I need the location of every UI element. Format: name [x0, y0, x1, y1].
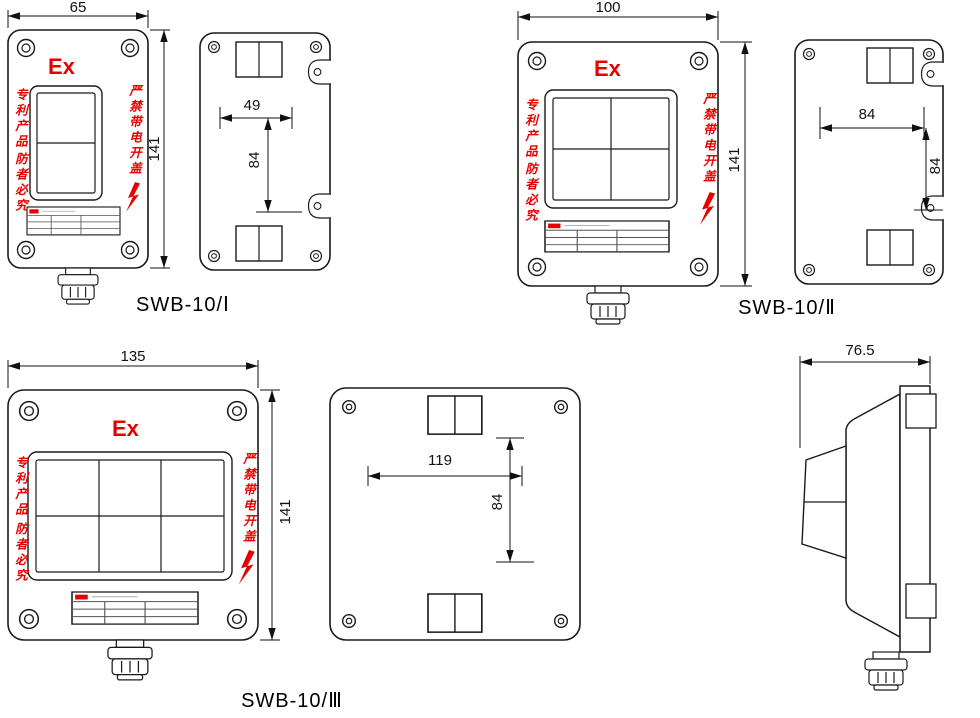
- switch-panel-2gang: [544, 89, 678, 209]
- model2-label: SWB-10/Ⅱ: [738, 297, 836, 319]
- dim-height-m3: 141: [277, 499, 294, 525]
- cable-gland: [107, 639, 153, 681]
- terminal-block: [866, 47, 914, 84]
- terminal-block: [427, 395, 483, 435]
- mount-hookslot: [307, 59, 334, 85]
- cable-gland: [864, 651, 908, 691]
- model3-back-dimension-lines: [367, 437, 534, 563]
- ex-marking: Ex: [594, 56, 621, 81]
- mount-hole: [922, 263, 936, 277]
- corner-screw: [689, 51, 709, 71]
- cable-gland: [57, 267, 99, 305]
- dim-side-y-m1: 84: [246, 151, 263, 169]
- dim-width-m2: 100: [595, 0, 621, 16]
- nameplate: [26, 206, 121, 236]
- corner-screw: [18, 608, 40, 630]
- enclosure-body: [329, 387, 581, 641]
- mount-hole: [922, 47, 936, 61]
- live-opening-warning: 严禁带电开盖: [127, 84, 141, 177]
- model1-label: SWB-10/Ⅰ: [136, 294, 230, 316]
- mount-hole: [802, 263, 816, 277]
- nameplate: [544, 220, 670, 253]
- nameplate: [71, 591, 199, 625]
- dim-side-x-m1: 49: [243, 97, 261, 114]
- live-opening-warning: 严禁带电开盖: [701, 92, 715, 185]
- model2-side-view: [794, 39, 947, 285]
- mount-hole: [207, 40, 221, 54]
- top-lug: [905, 393, 937, 429]
- model3-front-view: [7, 389, 259, 681]
- rocker-profile: [801, 445, 847, 559]
- profile-view: [801, 385, 937, 691]
- corner-screw: [689, 257, 709, 277]
- mount-hookslot: [307, 193, 334, 219]
- patent-warning-line2: 防者必究: [523, 162, 537, 224]
- mount-hole: [341, 613, 357, 629]
- dim-width-m1: 65: [69, 0, 87, 16]
- corner-screw: [527, 51, 547, 71]
- switch-panel-1gang: [29, 85, 103, 201]
- dim-height-m1: 141: [146, 136, 163, 162]
- corner-screw: [120, 38, 140, 58]
- model1-front-view: [7, 29, 149, 305]
- dim-height-m2: 141: [726, 147, 743, 173]
- dim-width-m3: 135: [120, 348, 146, 365]
- terminal-block: [235, 41, 283, 78]
- switch-panel-3gang: [27, 451, 233, 581]
- dim-side-x-m2: 84: [858, 106, 876, 123]
- mount-hole: [207, 249, 221, 263]
- mount-hookslot: [920, 195, 947, 221]
- mount-hole: [309, 40, 323, 54]
- model2-side-dimension-lines: [819, 107, 943, 211]
- profile-dimension-lines: [799, 356, 931, 448]
- cover-profile: [845, 392, 901, 639]
- enclosure-body: [794, 39, 944, 285]
- live-opening-warning: 严禁带电开盖: [241, 452, 255, 545]
- corner-screw: [120, 240, 140, 260]
- model3-label: SWB-10/Ⅲ: [241, 690, 343, 712]
- ex-marking: Ex: [112, 416, 139, 441]
- dim-depth-profile: 76.5: [845, 342, 875, 359]
- patent-warning-line1: 专利产品: [523, 98, 537, 160]
- mount-hole: [802, 47, 816, 61]
- bottom-lug: [905, 583, 937, 619]
- model3-back-view: [329, 387, 581, 641]
- model1-front-dimension-lines: [7, 10, 170, 269]
- patent-warning-line2: 防者必究: [13, 522, 27, 584]
- corner-screw: [16, 240, 36, 260]
- corner-screw: [226, 608, 248, 630]
- terminal-block: [866, 229, 914, 266]
- model2-front-view: [517, 41, 719, 325]
- model1-side-view: [199, 32, 334, 271]
- mount-hole: [309, 249, 323, 263]
- ex-marking: Ex: [48, 54, 75, 79]
- corner-screw: [18, 400, 40, 422]
- patent-warning-line1: 专利产品: [13, 88, 27, 150]
- patent-warning-line1: 专利产品: [13, 456, 27, 518]
- model3-front-dimension-lines: [7, 360, 280, 641]
- mount-hole: [553, 613, 569, 629]
- dim-side-y-m2: 84: [927, 157, 944, 175]
- dim-back-y-m3: 84: [489, 493, 506, 511]
- mount-hookslot: [920, 61, 947, 87]
- model2-front-dimension-lines: [517, 11, 752, 287]
- corner-screw: [16, 38, 36, 58]
- cable-gland: [586, 285, 630, 325]
- corner-screw: [527, 257, 547, 277]
- mount-hole: [341, 399, 357, 415]
- corner-screw: [226, 400, 248, 422]
- terminal-block: [235, 225, 283, 262]
- dim-back-x-m3: 119: [428, 452, 452, 469]
- patent-warning-line2: 防者必究: [13, 152, 27, 214]
- model1-side-dimension-lines: [219, 107, 302, 213]
- terminal-block: [427, 593, 483, 633]
- mount-hole: [553, 399, 569, 415]
